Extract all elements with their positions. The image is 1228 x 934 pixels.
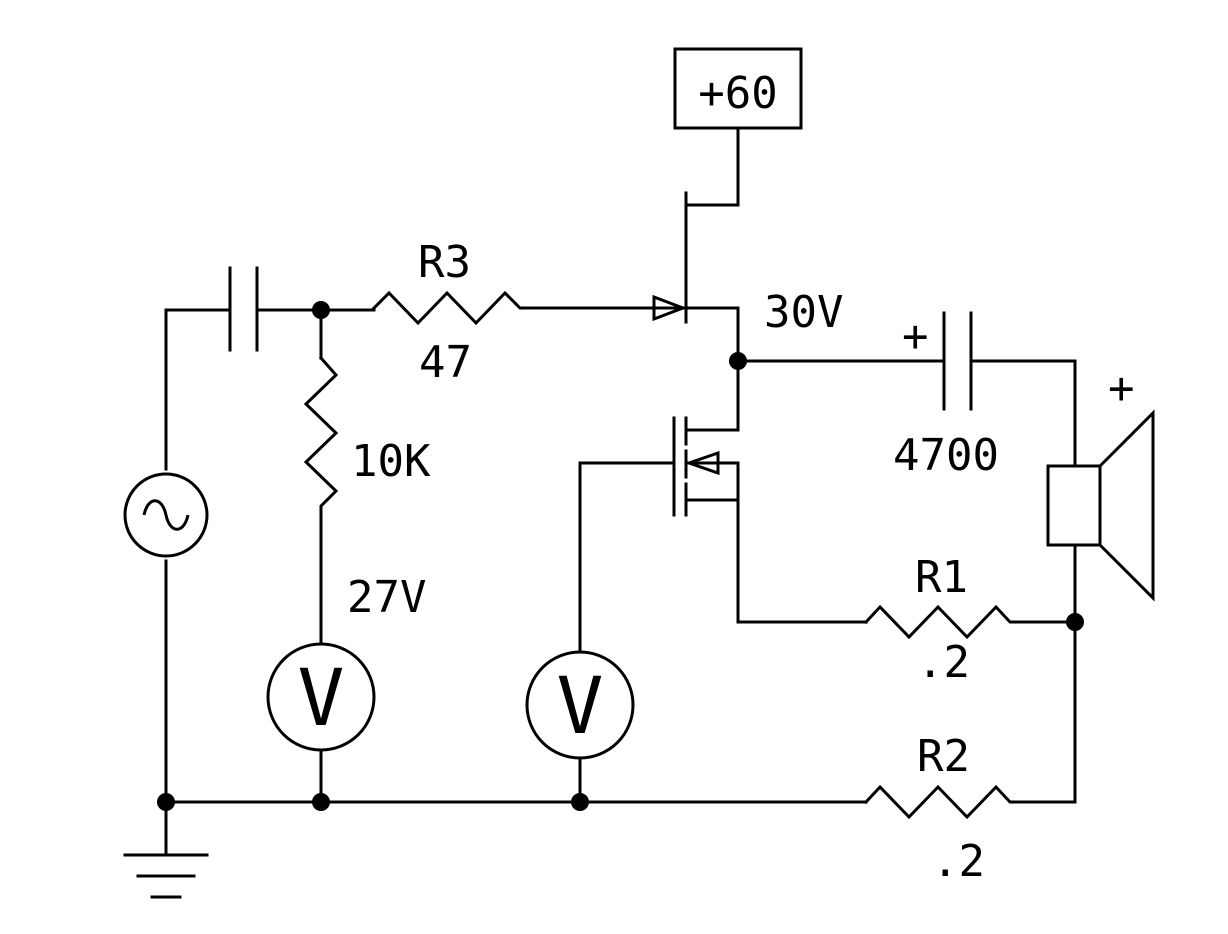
supply-label: +60 xyxy=(698,68,777,119)
ac-source-circle xyxy=(123,472,209,558)
r3-value-label: 47 xyxy=(419,337,472,388)
voltmeter-right: V xyxy=(525,650,635,760)
r-bias-value-label: 10K xyxy=(351,436,431,487)
resistor-r1: R1 .2 xyxy=(863,552,1024,688)
resistor-zigzag xyxy=(863,784,1024,820)
wire-bjt-to-supply xyxy=(684,126,740,207)
junctions xyxy=(157,301,1084,811)
resistor-zigzag xyxy=(863,604,1024,640)
emitter-voltage-label: 30V xyxy=(764,287,843,338)
voltmeter-circle xyxy=(525,650,635,760)
wire-gate-to-voltmeter xyxy=(578,461,676,654)
supply-box: +60 xyxy=(673,47,803,130)
bias-voltage-label: 27V xyxy=(347,572,426,623)
junction-dot xyxy=(571,793,589,811)
junction-dot xyxy=(157,793,175,811)
speaker-magnet xyxy=(1046,464,1102,547)
mosfet-body-lead xyxy=(684,461,740,502)
speaker: + xyxy=(1046,363,1155,602)
r1-ref-label: R1 xyxy=(915,552,968,603)
resistor-zigzag xyxy=(371,290,532,326)
junction-dot xyxy=(729,352,747,370)
voltmeter-left-symbol: V xyxy=(298,654,345,744)
wire-output-cap-to-speaker xyxy=(969,359,1077,468)
junction-dot xyxy=(1066,613,1084,631)
input-capacitor xyxy=(228,266,259,352)
cap-value-label: 4700 xyxy=(893,430,999,481)
ground-icon xyxy=(123,853,209,899)
r2-ref-label: R2 xyxy=(917,731,970,782)
sine-icon xyxy=(142,499,190,531)
wire-speaker-to-r2 xyxy=(1020,543,1077,804)
voltmeter-right-symbol: V xyxy=(557,662,604,752)
output-capacitor: + 4700 xyxy=(893,311,999,481)
wire-source-to-input-cap xyxy=(164,308,232,471)
speaker-plus-label: + xyxy=(1108,363,1135,414)
bjt-emitter-arrow xyxy=(652,294,688,322)
voltmeter-circle xyxy=(266,642,376,752)
resistor-r2: R2 .2 xyxy=(863,731,1024,887)
resistor-r3: R3 47 xyxy=(371,237,532,388)
r1-value-label: .2 xyxy=(917,637,970,688)
bjt-transistor: 30V xyxy=(652,191,843,338)
wire-emitter-node xyxy=(684,306,740,432)
mosfet xyxy=(672,416,740,517)
resistor-10k: 10K xyxy=(303,355,431,520)
speaker-icon xyxy=(1098,409,1155,602)
mosfet-arrow xyxy=(684,450,720,476)
junction-dot xyxy=(312,301,330,319)
r3-ref-label: R3 xyxy=(418,237,471,288)
r2-value-label: .2 xyxy=(932,836,985,887)
resistor-zigzag xyxy=(303,355,339,520)
voltmeter-left: V 27V xyxy=(266,572,426,752)
ac-source xyxy=(123,472,209,558)
cap-plus-label: + xyxy=(902,311,929,362)
supply-rect xyxy=(673,47,803,130)
junction-dot xyxy=(312,793,330,811)
wire-mosfet-to-r1 xyxy=(684,498,868,624)
ground-symbol xyxy=(123,853,209,899)
